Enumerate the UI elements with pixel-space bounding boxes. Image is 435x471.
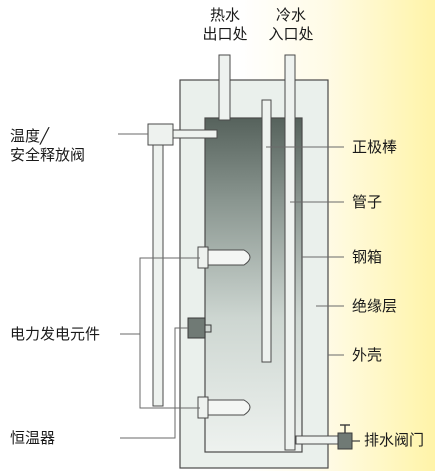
thermostat-stub (204, 324, 212, 333)
label-drain-valve: 排水阀门 (364, 431, 425, 449)
label-insulation: 绝缘层 (352, 297, 398, 315)
label-hot-outlet-line1: 热水 (209, 6, 240, 24)
label-pipe: 管子 (352, 193, 383, 211)
drain-pipe (295, 435, 339, 445)
label-cold-inlet-line2: 入口处 (268, 25, 314, 43)
label-heating-element: 电力发电元件 (10, 325, 101, 343)
upper-element (207, 249, 251, 266)
thermostat-block (187, 317, 206, 339)
label-relief-valve-line2: 安全释放阀 (10, 146, 86, 164)
label-anode-rod: 正极棒 (352, 138, 398, 156)
leader-thermostat (120, 327, 188, 439)
label-relief-valve: 温度╱ 安全释放阀 (10, 127, 85, 165)
label-cold-inlet-line1: 冷水 (275, 6, 306, 24)
discharge-pipe (152, 144, 164, 407)
label-relief-valve-line1: 温度╱ (10, 127, 50, 145)
label-shell: 外壳 (352, 346, 383, 364)
label-hot-outlet-line2: 出口处 (202, 25, 248, 43)
label-cold-inlet: 冷水 入口处 (266, 6, 316, 44)
label-steel-tank: 钢箱 (352, 248, 383, 266)
hot-outlet-pipe (218, 54, 231, 121)
relief-valve-body (147, 123, 174, 146)
leader-element-upper (139, 257, 200, 334)
anode-rod (261, 99, 272, 363)
lower-element (207, 399, 251, 416)
label-thermostat: 恒温器 (10, 429, 56, 447)
drain-valve-body (337, 432, 353, 450)
label-hot-outlet: 热水 出口处 (200, 6, 250, 44)
relief-valve-stem (172, 129, 218, 139)
cold-inlet-pipe (284, 54, 296, 451)
leader-element-lower (139, 334, 200, 409)
